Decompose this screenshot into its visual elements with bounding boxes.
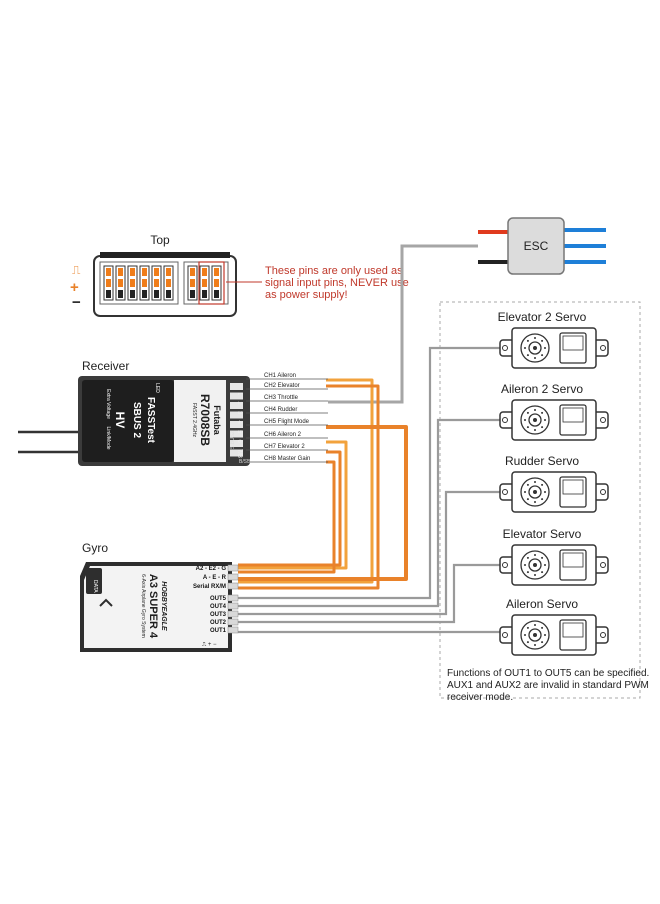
receiver-antennas	[18, 430, 80, 454]
receiver-port-number: 1	[236, 392, 242, 396]
link-mode-text: Link/Mode	[105, 426, 111, 449]
sbus2-logo: SBUS 2	[131, 402, 142, 439]
warning-line-2: signal input pins, NEVER use	[265, 277, 409, 289]
vb-port-label: B/SB	[239, 459, 251, 465]
servo: Aileron Servo	[499, 597, 609, 656]
futaba-brand: Futaba	[212, 405, 222, 435]
gyro-tagline: 6-Axis Airplane Gyro System	[140, 574, 146, 638]
receiver-port-number: 4	[236, 421, 242, 425]
servo-label: Elevator 2 Servo	[498, 310, 587, 324]
channel-label: CH6 Aileron 2	[264, 432, 302, 438]
led-text: LED	[154, 383, 160, 393]
top-view-title: Top	[150, 233, 170, 247]
receiver-port-number: 3	[236, 411, 242, 415]
servo: Rudder Servo	[499, 454, 609, 513]
hv-logo: HV	[113, 412, 127, 429]
minus-pin-symbol: −	[72, 294, 81, 311]
receiver-port-number: 6	[236, 440, 242, 444]
channel-label: CH7 Elevator 2	[264, 444, 305, 450]
servo-label: Aileron Servo	[506, 597, 578, 611]
gyro-port-label: OUT4	[210, 604, 227, 610]
gyro-model: A3 SUPER 4	[147, 574, 159, 639]
receiver-port-number: 7/B	[236, 449, 242, 458]
gyro-data-label: DATA	[92, 580, 98, 593]
gyro-port-label: OUT1	[210, 628, 227, 634]
signal-pin-symbol: ⎍	[72, 263, 81, 277]
channel-label: CH3 Throttle	[264, 395, 299, 401]
esc-unit	[478, 217, 606, 275]
servo: Aileron 2 Servo	[499, 382, 609, 441]
gyro-port-labels: A2 - E2 - G A - E - R Serial RX/M OUT5OUT4O…	[193, 566, 227, 634]
footnote-line-3: receiver mode.	[447, 692, 513, 703]
sbus2-port-label: S.BUS2	[230, 431, 236, 449]
servo-label: Aileron 2 Servo	[501, 382, 583, 396]
receiver-to-gyro-wires	[238, 378, 408, 590]
footnote-line-2: AUX1 and AUX2 are invalid in standard PW…	[447, 680, 649, 691]
gyro-port-label: OUT3	[210, 612, 227, 618]
channel-label: CH1 Aileron	[264, 373, 296, 379]
receiver-body	[78, 376, 250, 466]
gyro-body	[80, 562, 239, 652]
warning-line-1: These pins are only used as	[265, 265, 403, 277]
plus-pin-symbol: +	[70, 279, 79, 296]
channel-label: CH2 Elevator	[264, 383, 300, 389]
extra-voltage-text: Extra Voltage	[105, 389, 111, 419]
gyro-brand: HOBBYEAGLE	[160, 581, 167, 631]
servo-label: Rudder Servo	[505, 454, 579, 468]
channel-label: CH8 Master Gain	[264, 456, 310, 462]
servo: Elevator Servo	[499, 527, 609, 586]
gyro-to-servo-wires	[238, 346, 500, 634]
channel-label: CH5 Flight Mode	[264, 419, 310, 425]
receiver-port-number: 2	[236, 402, 242, 406]
gyro-port-label: A - E - R	[203, 575, 227, 581]
gyro-port-label: OUT2	[210, 620, 227, 626]
gyro-port-label: A2 - E2 - G	[196, 566, 227, 572]
footnote-line-1: Functions of OUT1 to OUT5 can be specifi…	[447, 668, 649, 679]
gyro-polarity: ⎍ + −	[202, 642, 217, 648]
servo: Elevator 2 Servo	[498, 310, 609, 369]
esc-label: ESC	[524, 239, 549, 253]
servo-group-box	[439, 301, 641, 699]
channel-label: CH4 Rudder	[264, 407, 297, 413]
gyro-port-label: Serial RX/M	[193, 584, 226, 590]
servo-label: Elevator Servo	[503, 527, 582, 541]
channel-leads	[246, 378, 328, 463]
fasstest-logo: FASSTest	[145, 397, 156, 444]
receiver-model: R7008SB	[198, 394, 212, 446]
receiver-title: Receiver	[82, 359, 129, 373]
receiver-subtitle: FASST 2.4GHz	[191, 403, 197, 438]
top-view-pin-header	[93, 252, 237, 317]
throttle-wire	[328, 244, 478, 404]
receiver-port-numbers: 1 2 3 4 5 6 7/B	[236, 392, 242, 458]
gyro-title: Gyro	[82, 541, 108, 555]
receiver-port-number: 5	[236, 430, 242, 434]
gyro-port-label: OUT5	[210, 596, 227, 602]
warning-line-3: as power supply!	[265, 289, 348, 301]
